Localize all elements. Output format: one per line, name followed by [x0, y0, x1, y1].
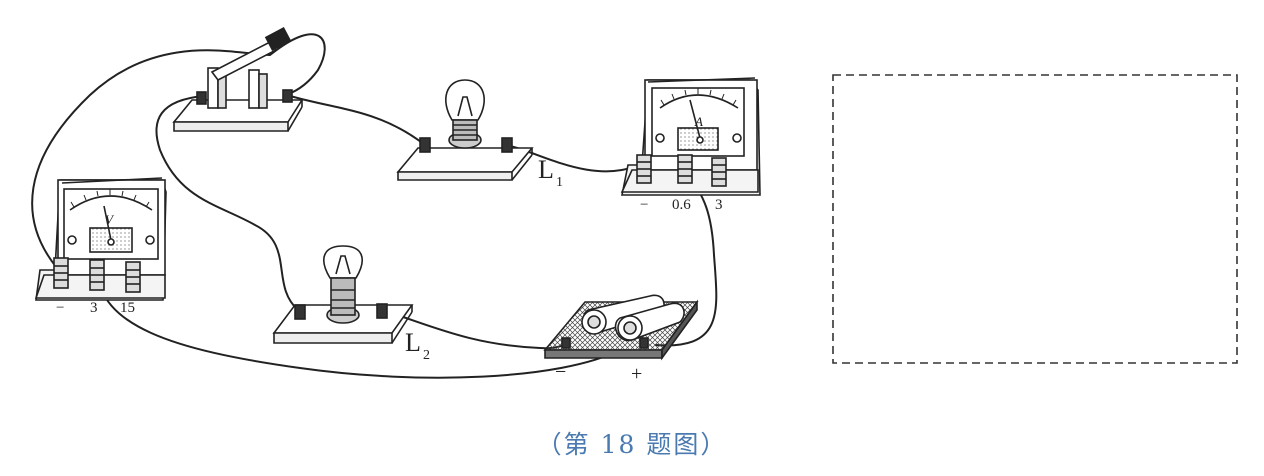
voltmeter: [34, 177, 167, 301]
battery: [543, 294, 699, 361]
lamp1-subscript: 1: [556, 175, 563, 190]
ammeter-terminal-3: 3: [715, 197, 723, 213]
bulb-l1: [445, 79, 485, 121]
knife-switch: [172, 27, 304, 132]
answer-box: [832, 74, 1238, 364]
ammeter-terminal-0-6: 0.6: [672, 197, 691, 213]
voltmeter-terminal-3: 3: [90, 300, 98, 316]
ammeter-unit: A: [694, 114, 703, 129]
voltmeter-terminal-15: 15: [120, 300, 135, 316]
battery-plus-label: +: [631, 363, 642, 385]
voltmeter-unit: V: [105, 212, 115, 227]
figure-caption: （第 18 题图）: [536, 430, 728, 459]
wire-voltmeter-to-battery: [96, 269, 621, 379]
lamp2-subscript: 2: [423, 348, 430, 363]
lamp-l2: [272, 245, 414, 344]
voltmeter-terminal-minus: −: [56, 300, 64, 316]
bulb-l2: [323, 245, 363, 279]
ammeter: [620, 77, 761, 196]
wire-switch-to-lamp2: [155, 95, 299, 311]
lamp-l1: [396, 79, 534, 181]
lamp2-label: L: [405, 328, 421, 357]
wire-switch-to-lamp1: [289, 95, 426, 146]
battery-minus-label: −: [555, 361, 566, 383]
ammeter-terminal-minus: −: [640, 197, 648, 213]
lamp1-label: L: [538, 155, 554, 184]
wire-voltmeter-to-switch: [31, 33, 326, 269]
wires: [31, 33, 718, 379]
